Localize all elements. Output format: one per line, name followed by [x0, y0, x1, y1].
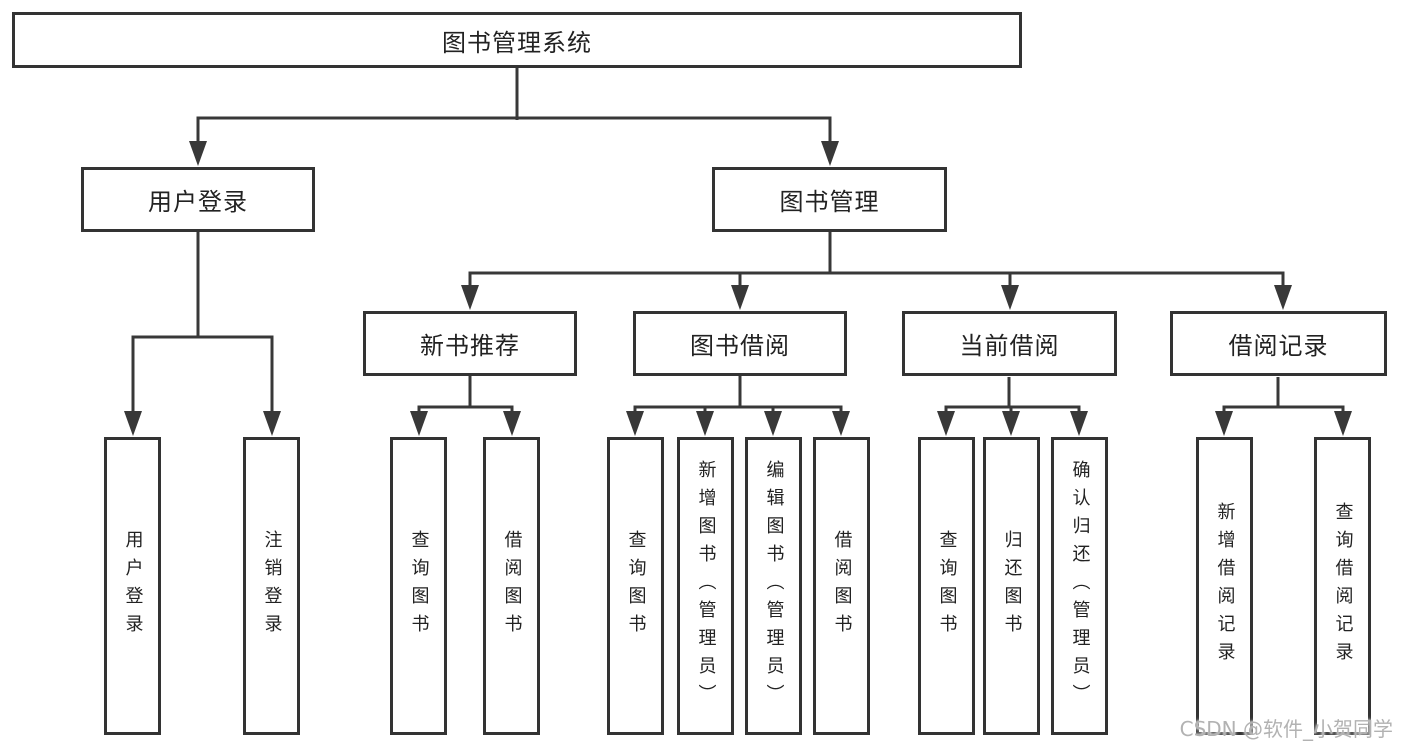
leaf-borrow-books-borrow: 借阅图书	[813, 437, 870, 735]
leaf-query-books-newbook: 查询图书	[390, 437, 447, 735]
watermark: CSDN @软件_小贺同学	[1179, 717, 1393, 741]
arrow-head	[410, 411, 428, 436]
leaf-confirm-return-admin: 确认归还（管理员）	[1051, 437, 1108, 735]
arrow-head	[503, 411, 521, 436]
connector-book-borrow-split	[633, 405, 843, 414]
connector-user-login-split	[131, 335, 274, 414]
arrow-head	[821, 141, 839, 166]
connector-borrow-record-split	[1222, 405, 1345, 414]
arrow-head	[1274, 285, 1292, 310]
arrow-head	[124, 411, 142, 436]
arrow-head	[1070, 411, 1088, 436]
connector-level1-split	[196, 116, 832, 147]
arrow-head	[189, 141, 207, 166]
arrow-head	[263, 411, 281, 436]
arrow-head	[937, 411, 955, 436]
leaf-query-books-current: 查询图书	[918, 437, 975, 735]
node-new-book-recommend: 新书推荐	[363, 311, 577, 376]
node-root: 图书管理系统	[12, 12, 1022, 68]
connector-current-borrow-split	[944, 405, 1081, 414]
leaf-add-borrow-record: 新增借阅记录	[1196, 437, 1253, 735]
arrow-head	[1002, 411, 1020, 436]
arrow-head	[764, 411, 782, 436]
arrow-head	[696, 411, 714, 436]
arrow-head	[461, 285, 479, 310]
leaf-query-books-borrow: 查询图书	[607, 437, 664, 735]
arrow-head	[1334, 411, 1352, 436]
leaf-add-books-admin: 新增图书（管理员）	[677, 437, 734, 735]
arrow-head	[626, 411, 644, 436]
node-current-borrow: 当前借阅	[902, 311, 1117, 376]
leaf-edit-books-admin: 编辑图书（管理员）	[745, 437, 802, 735]
leaf-borrow-books-newbook: 借阅图书	[483, 437, 540, 735]
arrow-head	[731, 285, 749, 310]
arrow-head	[1001, 285, 1019, 310]
connector-level2-split	[468, 271, 1285, 289]
node-borrow-record: 借阅记录	[1170, 311, 1387, 376]
leaf-return-books: 归还图书	[983, 437, 1040, 735]
arrow-head	[1215, 411, 1233, 436]
arrow-head	[832, 411, 850, 436]
leaf-user-login: 用户登录	[104, 437, 161, 735]
node-book-borrow: 图书借阅	[633, 311, 847, 376]
node-user-login: 用户登录	[81, 167, 315, 232]
leaf-query-borrow-record: 查询借阅记录	[1314, 437, 1371, 735]
leaf-logout-login: 注销登录	[243, 437, 300, 735]
node-book-management: 图书管理	[712, 167, 947, 232]
connector-new-book-split	[417, 405, 514, 414]
